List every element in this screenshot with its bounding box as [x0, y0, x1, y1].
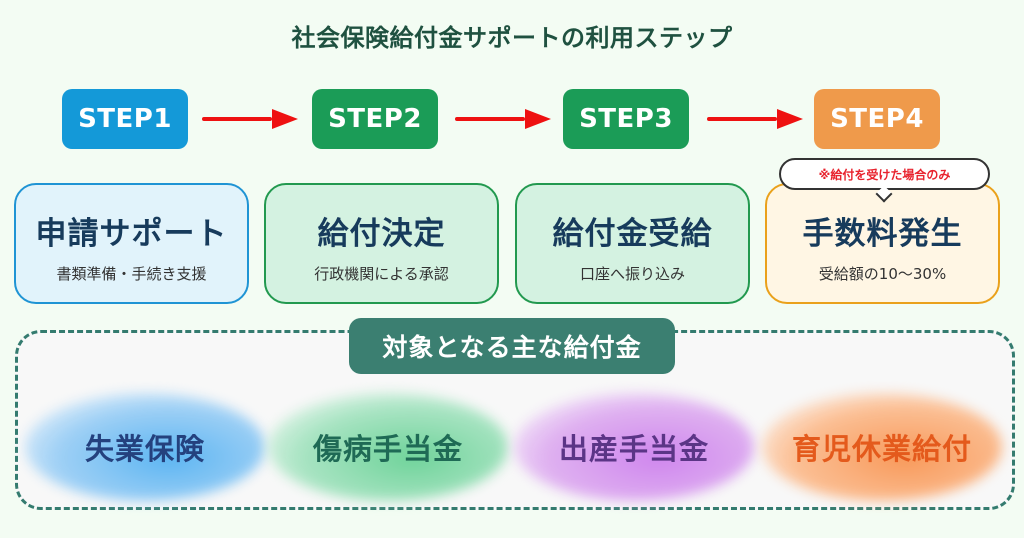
step-card-title: 給付決定 [317, 215, 446, 252]
step-card-subtitle: 行政機関による承認 [314, 264, 449, 283]
step-card-title: 申請サポート [35, 215, 228, 252]
blob-glow [514, 393, 754, 501]
blob-glow [268, 393, 508, 501]
step-card-subtitle: 書類準備・手続き支援 [56, 264, 207, 283]
benefit-name: 傷病手当金 [312, 432, 463, 466]
arrow-right-icon [202, 109, 298, 129]
step-card-title: 手数料発生 [802, 215, 963, 252]
step-2-badge: STEP2 [312, 89, 438, 149]
step-2-card: 給付決定 行政機関による承認 [264, 183, 499, 304]
benefits-label: 対象となる主な給付金 [349, 318, 675, 374]
arrow-right-icon [455, 109, 551, 129]
step-4-badge: STEP4 [814, 89, 940, 149]
step-card-subtitle: 受給額の10〜30% [818, 264, 947, 283]
blob-glow [25, 393, 265, 501]
blob-glow [762, 393, 1002, 501]
step-1-card: 申請サポート 書類準備・手続き支援 [14, 183, 249, 304]
step-4-card: 手数料発生 受給額の10〜30% [765, 183, 1000, 304]
benefit-name: 失業保険 [84, 432, 205, 466]
benefit-name: 出産手当金 [558, 432, 709, 466]
benefit-sickness-allowance: 傷病手当金 [268, 393, 508, 501]
step-3-badge: STEP3 [563, 89, 689, 149]
arrow-right-icon [707, 109, 803, 129]
step-card-subtitle: 口座へ振り込み [579, 264, 685, 283]
benefit-name: 育児休業給付 [791, 432, 972, 466]
benefit-maternity-allowance: 出産手当金 [514, 393, 754, 501]
benefit-childcare-leave: 育児休業給付 [762, 393, 1002, 501]
step-1-badge: STEP1 [62, 89, 188, 149]
benefit-unemployment-insurance: 失業保険 [25, 393, 265, 501]
page-title: 社会保険給付金サポートの利用ステップ [291, 24, 733, 52]
step-card-title: 給付金受給 [552, 215, 713, 252]
step-3-card: 給付金受給 口座へ振り込み [515, 183, 750, 304]
